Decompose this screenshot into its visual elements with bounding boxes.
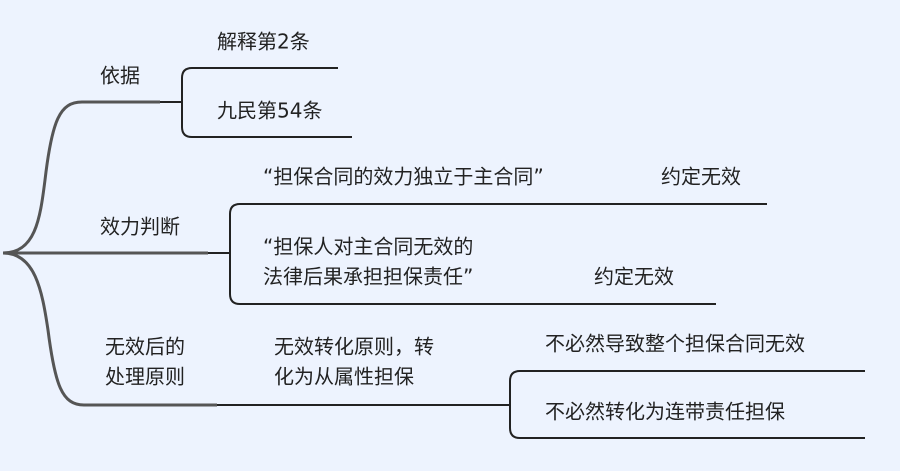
validity-item-independent-clause[interactable]: “担保合同的效力独立于主合同”	[263, 165, 544, 189]
principle-item-not-whole-invalid[interactable]: 不必然导致整个担保合同无效	[545, 332, 805, 356]
branch-principle-label-line2[interactable]: 处理原则	[105, 365, 185, 389]
branch-principle-label-line1[interactable]: 无效后的	[105, 335, 185, 359]
principle-sub-line2[interactable]: 化为从属性担保	[274, 365, 414, 389]
basis-item-interpretation-art2[interactable]: 解释第2条	[217, 30, 310, 54]
validity-item-liability-clause-line1[interactable]: “担保人对主合同无效的	[263, 235, 473, 259]
principle-item-not-joint-liability[interactable]: 不必然转化为连带责任担保	[545, 400, 785, 424]
validity-item-liability-clause-line2[interactable]: 法律后果承担担保责任”	[263, 265, 473, 289]
branch-validity-label[interactable]: 效力判断	[100, 215, 180, 239]
connector-principle-bracket	[509, 370, 865, 439]
branch-basis-label[interactable]: 依据	[100, 64, 140, 88]
validity-item-independent-note: 约定无效	[661, 165, 741, 189]
connector-root-to-principle	[2, 251, 217, 407]
connector-root-to-basis	[2, 100, 160, 255]
connector-validity-bracket	[208, 203, 767, 305]
principle-sub-line1[interactable]: 无效转化原则，转	[274, 335, 434, 359]
validity-item-liability-note: 约定无效	[594, 265, 674, 289]
basis-item-jiumin-art54[interactable]: 九民第54条	[217, 99, 322, 123]
connector-basis-bracket	[160, 67, 352, 138]
